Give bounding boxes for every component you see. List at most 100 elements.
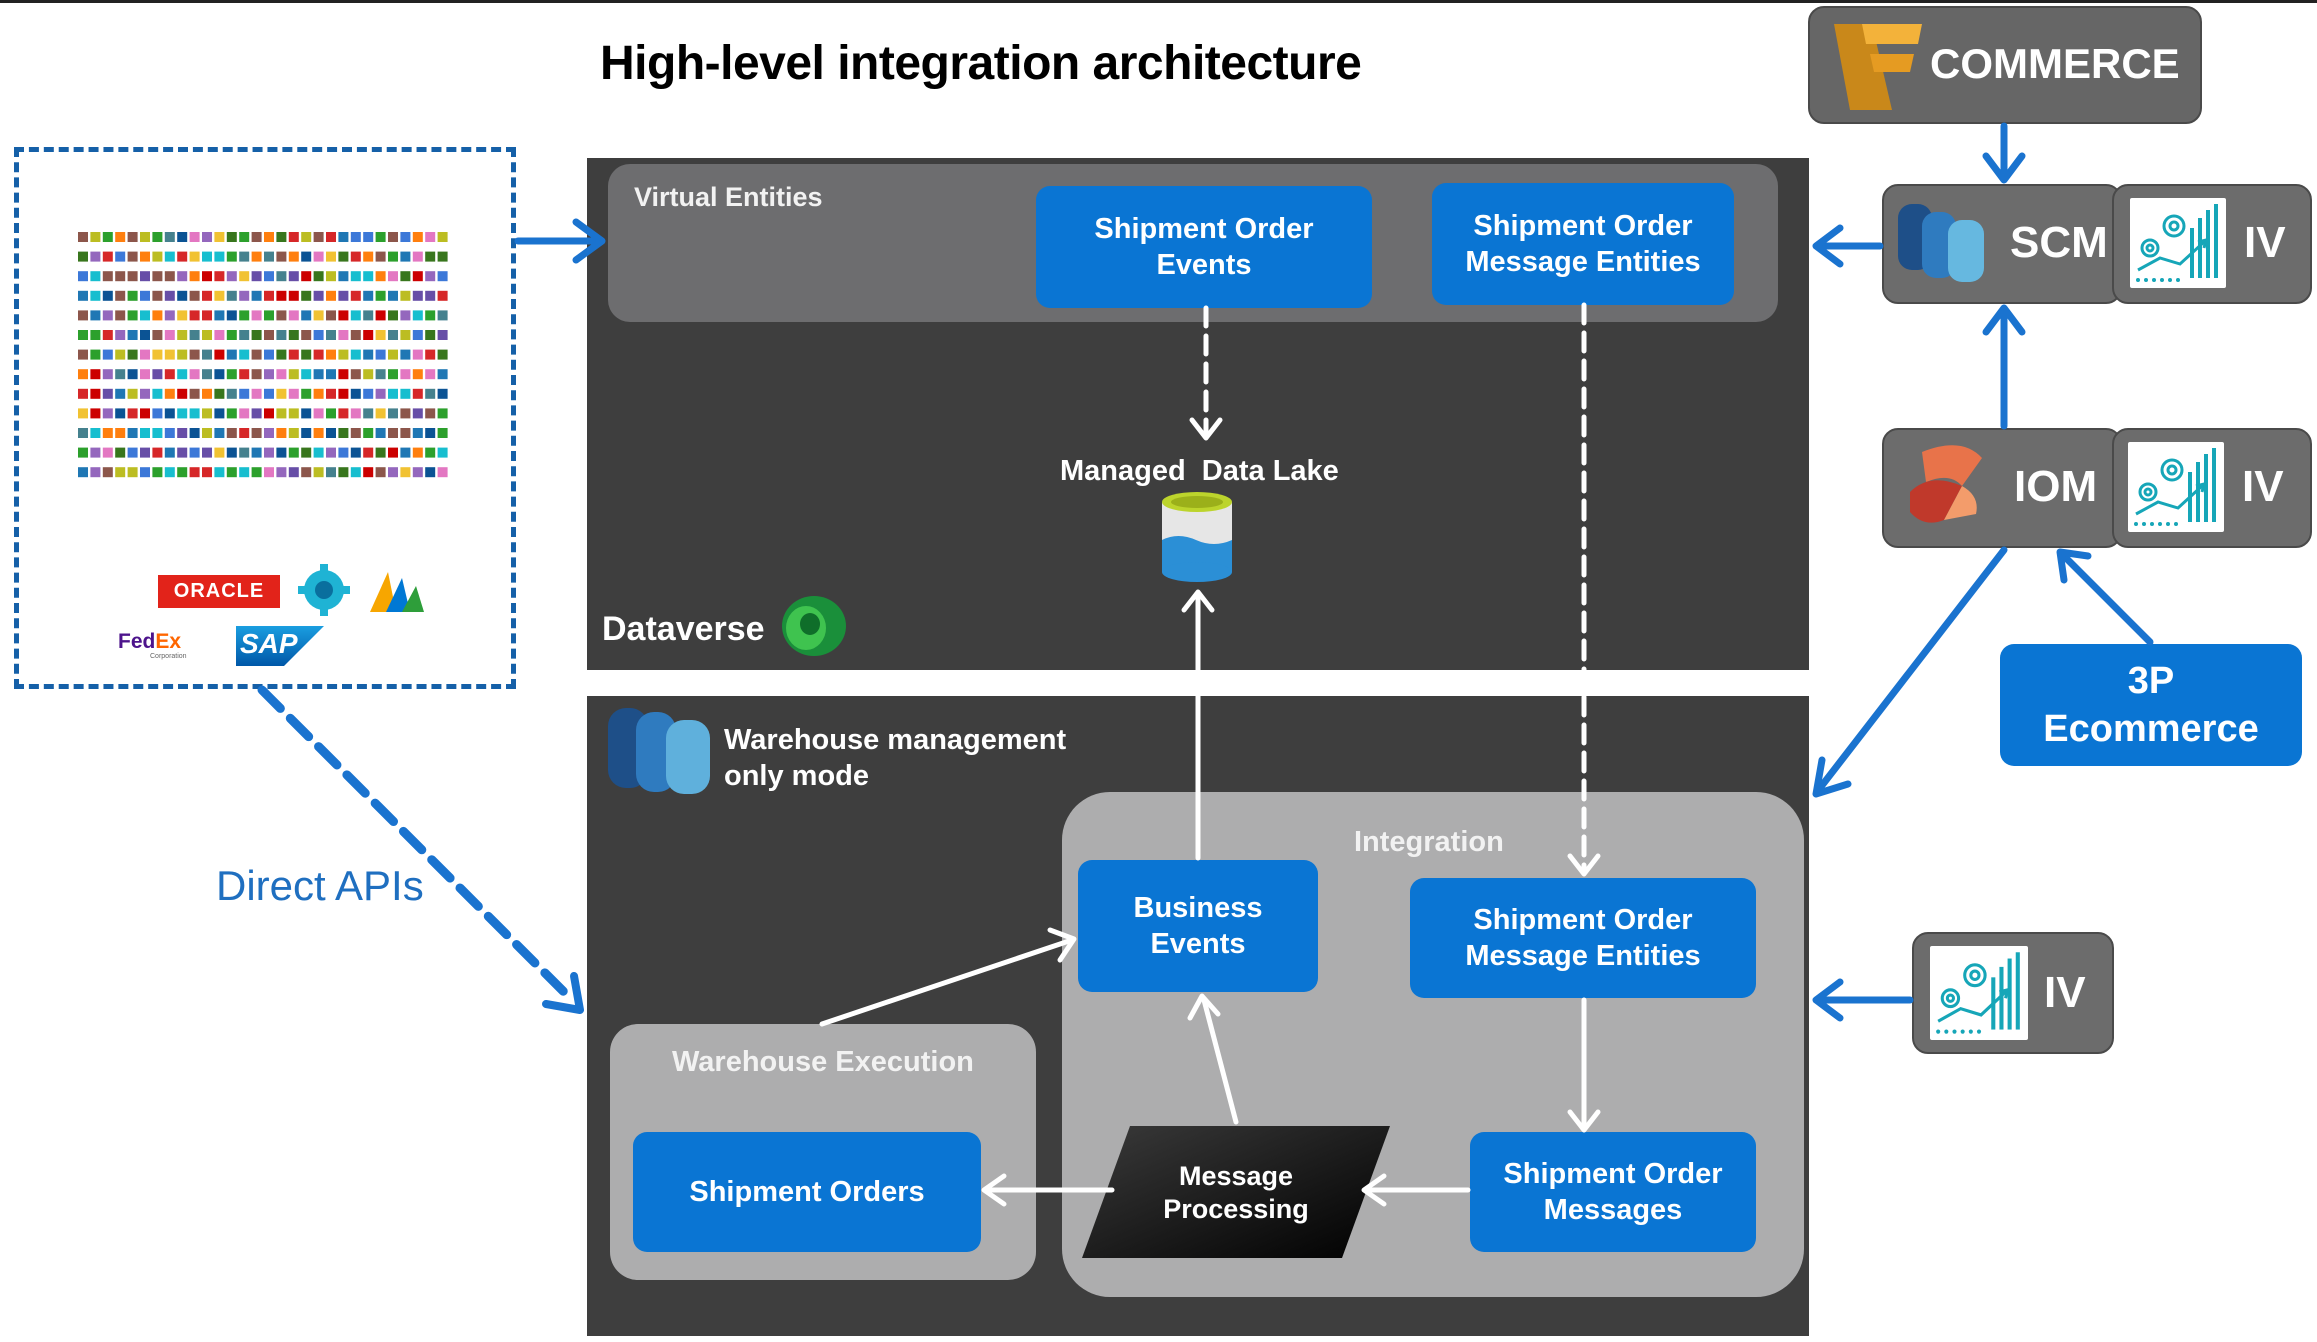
app-icon-cell <box>239 369 250 380</box>
app-icon-cell <box>140 310 150 321</box>
app-icon-cell <box>375 369 386 380</box>
app-icon-cell <box>425 271 436 282</box>
app-icon-cell <box>313 349 324 360</box>
app-icon-cell <box>177 290 188 301</box>
app-icon-cell <box>276 447 287 458</box>
shipment-order-events-box: Shipment Order Events <box>1036 186 1372 308</box>
app-icon-cell <box>102 467 113 478</box>
app-icon-cell <box>313 251 324 262</box>
app-icon-cell <box>350 251 361 262</box>
app-icon-cell <box>412 349 423 360</box>
app-icon-cell <box>90 428 101 438</box>
app-icon-cell <box>102 447 113 458</box>
app-icon-cell <box>425 447 436 458</box>
fedex-logo: FedEx Corporation <box>118 630 187 660</box>
app-icon-cell <box>375 349 386 360</box>
app-icon-cell <box>152 467 163 478</box>
app-icon-cell <box>102 408 113 419</box>
app-icon-cell <box>115 388 126 399</box>
warehouse-execution-label: Warehouse Execution <box>672 1046 974 1078</box>
app-icon-cell <box>276 388 287 399</box>
app-icon-cell <box>350 330 361 340</box>
app-icon-cell <box>226 251 237 262</box>
app-icon-cell <box>152 447 163 458</box>
app-icon-cell <box>177 349 188 360</box>
app-icon-cell <box>239 447 250 458</box>
app-icon-cell <box>164 251 175 262</box>
app-icon-cell <box>288 447 299 458</box>
app-icon-cell <box>226 232 237 242</box>
app-icon-cell <box>437 271 448 282</box>
app-icon-cell <box>226 349 237 360</box>
app-icon-cell <box>177 310 188 321</box>
app-icon-cell <box>388 467 398 478</box>
app-icon-cell <box>326 428 336 438</box>
app-icon-cell <box>326 310 336 321</box>
page-title: High-level integration architecture <box>600 37 1362 90</box>
app-icon-cell <box>400 330 411 340</box>
app-icon-cell <box>226 408 237 419</box>
app-icon-cell <box>338 330 349 340</box>
app-icon-cell <box>78 290 88 301</box>
app-icon-cell <box>375 271 386 282</box>
app-icon-cell <box>375 232 386 242</box>
scm-iv-label: IV <box>2244 218 2286 267</box>
app-icon-cell <box>388 408 398 419</box>
scm-iv-tile <box>2130 198 2226 288</box>
app-icon-cell <box>202 369 212 380</box>
app-icon-cell <box>152 349 163 360</box>
app-icon-cell <box>264 369 274 380</box>
app-icon-cell <box>127 388 138 399</box>
app-icon-cell <box>102 388 113 399</box>
app-icon-cell <box>226 388 237 399</box>
app-icon-cell <box>140 388 150 399</box>
app-icon-cell <box>78 447 88 458</box>
app-icon-cell <box>127 310 138 321</box>
app-icon-cell <box>388 290 398 301</box>
app-icon-cell <box>202 251 212 262</box>
app-icon-cell <box>313 290 324 301</box>
app-icon-cell <box>301 310 312 321</box>
app-icon-cell <box>189 447 200 458</box>
app-icon-cell <box>388 232 398 242</box>
app-icon-cell <box>177 467 188 478</box>
app-icon-cell <box>412 388 423 399</box>
app-icon-cell <box>350 428 361 438</box>
app-icon-cell <box>326 388 336 399</box>
iom-iv-tile <box>2128 442 2224 532</box>
app-icon-cell <box>189 330 200 340</box>
app-icon-cell <box>115 290 126 301</box>
app-icon-cell <box>276 408 287 419</box>
scm-label: SCM <box>2010 218 2108 267</box>
app-icon-cell <box>288 467 299 478</box>
app-icon-cell <box>152 310 163 321</box>
app-icon-cell <box>388 271 398 282</box>
app-icon-cell <box>350 388 361 399</box>
app-icon-cell <box>115 369 126 380</box>
app-icon-cell <box>425 428 436 438</box>
app-icon-cell <box>214 251 225 262</box>
app-icon-cell <box>264 388 274 399</box>
app-icon-cell <box>102 232 113 242</box>
app-icon-cell <box>78 330 88 340</box>
app-icon-cell <box>412 232 423 242</box>
app-icon-cell <box>350 369 361 380</box>
app-icon-cell <box>264 467 274 478</box>
app-icon-cell <box>338 290 349 301</box>
app-icon-cell <box>338 369 349 380</box>
top-border <box>0 0 2317 3</box>
app-icon-cell <box>264 310 274 321</box>
app-icon-cell <box>189 290 200 301</box>
app-icon-cell <box>164 428 175 438</box>
app-icon-cell <box>375 388 386 399</box>
app-icon-cell <box>164 232 175 242</box>
integration-label: Integration <box>1354 826 1504 858</box>
app-icon-cell <box>78 408 88 419</box>
app-icon-cell <box>301 467 312 478</box>
app-icon-cell <box>140 428 150 438</box>
app-icon-cell <box>388 251 398 262</box>
app-icon-cell <box>214 447 225 458</box>
app-icon-cell <box>301 271 312 282</box>
app-icon-cell <box>338 251 349 262</box>
